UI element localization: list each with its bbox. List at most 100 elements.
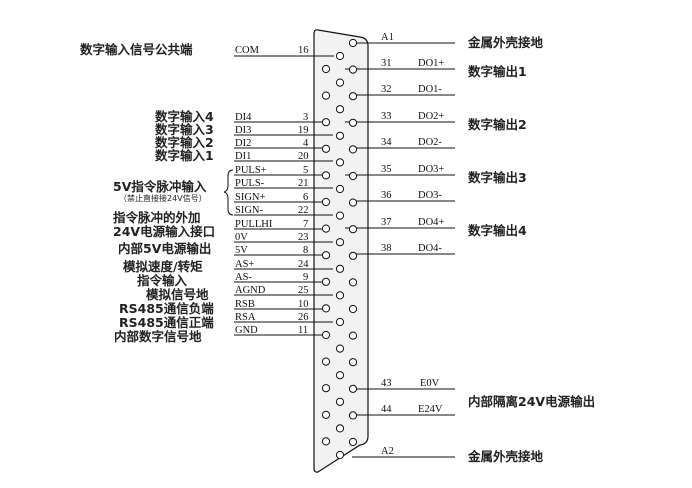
connector-hole bbox=[348, 171, 358, 181]
signal-do3-plus: DO3+ bbox=[418, 164, 444, 175]
signal-5v: 5V bbox=[235, 245, 248, 256]
pin-24: 24 bbox=[298, 259, 309, 270]
connector-hole bbox=[335, 424, 345, 433]
connector-hole bbox=[321, 144, 331, 153]
connector-hole bbox=[321, 251, 331, 260]
signal-do2-plus: DO2+ bbox=[418, 111, 444, 122]
label-bottom-ground: 金属外壳接地 bbox=[467, 449, 544, 464]
left-pins: 数字输入信号公共端 COM 16 数字输入4 DI4 3 数字输入3 DI3 1… bbox=[79, 42, 334, 344]
pin-4: 4 bbox=[303, 138, 309, 149]
pin-5: 5 bbox=[303, 165, 308, 176]
label-top-ground: 金属外壳接地 bbox=[467, 35, 544, 50]
pin-6: 6 bbox=[303, 192, 308, 203]
signal-di1: DI1 bbox=[235, 151, 251, 162]
connector-hole bbox=[335, 317, 345, 327]
connector-hole bbox=[321, 384, 331, 393]
pin-26: 26 bbox=[298, 312, 309, 323]
signal-pullhi: PULLHI bbox=[235, 219, 273, 230]
signal-puls-plus: PULS+ bbox=[235, 165, 267, 176]
signal-sign-plus: SIGN+ bbox=[235, 192, 266, 203]
desc-do3: 数字输出3 bbox=[467, 170, 527, 185]
connector-hole bbox=[321, 224, 331, 233]
desc-do1: 数字输出1 bbox=[467, 64, 527, 79]
pin-22: 22 bbox=[298, 205, 309, 216]
pin-19: 19 bbox=[298, 125, 309, 136]
pin-36: 36 bbox=[381, 190, 392, 201]
pin-25: 25 bbox=[298, 285, 309, 296]
pin-31: 31 bbox=[381, 58, 392, 69]
pin-38: 38 bbox=[381, 243, 392, 254]
desc-di2: 数字输入2 bbox=[154, 135, 214, 150]
pin-32: 32 bbox=[381, 84, 392, 95]
connector-hole bbox=[348, 384, 358, 393]
signal-do2-minus: DO2- bbox=[418, 137, 442, 148]
signal-di4: DI4 bbox=[235, 112, 252, 123]
signal-do4-plus: DO4+ bbox=[418, 217, 444, 228]
right-pins: 31 DO1+ 32 DO1- 33 DO2+ 34 DO2- 35 DO3+ … bbox=[345, 58, 595, 416]
desc-0v: 24V电源输入接口 bbox=[113, 224, 215, 239]
desc-do4: 数字输出4 bbox=[467, 223, 527, 238]
signal-di2: DI2 bbox=[235, 138, 251, 149]
pin-10: 10 bbox=[298, 299, 309, 310]
connector-hole bbox=[321, 304, 331, 313]
connector-hole bbox=[335, 51, 345, 61]
connector-hole bbox=[348, 65, 358, 74]
connector-hole bbox=[321, 64, 331, 74]
connector-hole bbox=[321, 197, 331, 207]
signal-di3: DI3 bbox=[235, 125, 251, 136]
desc-di1: 数字输入1 bbox=[154, 148, 214, 163]
desc-gnd: 内部数字信号地 bbox=[114, 329, 202, 344]
desc-rsa: RS485通信正端 bbox=[119, 315, 214, 330]
connector-hole bbox=[348, 331, 358, 340]
connector-hole bbox=[321, 357, 331, 366]
desc-di4: 数字输入4 bbox=[154, 109, 214, 124]
connector-hole bbox=[335, 291, 345, 300]
connector-hole bbox=[348, 38, 358, 48]
desc-as-plus: 模拟速度/转矩 bbox=[123, 259, 203, 274]
connector-hole bbox=[348, 251, 358, 260]
connector-hole bbox=[348, 225, 358, 234]
desc-pullhi: 指令脉冲的外加 bbox=[113, 210, 201, 225]
signal-e0v: E0V bbox=[420, 378, 440, 389]
desc-di3: 数字输入3 bbox=[154, 122, 214, 137]
connector-hole bbox=[321, 118, 331, 127]
bracket-pulse bbox=[223, 169, 234, 216]
connector-hole bbox=[335, 158, 345, 167]
desc-agnd: 模拟信号地 bbox=[146, 287, 209, 302]
signal-e24v: E24V bbox=[418, 404, 443, 415]
pin-3: 3 bbox=[303, 112, 308, 123]
connector-hole bbox=[348, 437, 358, 447]
desc-puls: 5V指令脉冲输入 bbox=[113, 179, 207, 194]
signal-gnd: GND bbox=[235, 325, 258, 336]
desc-com: 数字输入信号公共端 bbox=[79, 42, 193, 57]
pin-33: 33 bbox=[381, 111, 392, 122]
connector-hole bbox=[335, 397, 345, 406]
pin-23: 23 bbox=[298, 232, 309, 243]
pin-20: 20 bbox=[298, 151, 309, 162]
connector-hole bbox=[321, 91, 331, 100]
pin-number-a2: A2 bbox=[381, 446, 394, 457]
connector-hole bbox=[348, 92, 358, 101]
pin-8: 8 bbox=[303, 245, 308, 256]
pin-44: 44 bbox=[381, 404, 392, 415]
connector-hole bbox=[348, 278, 358, 287]
connector-hole bbox=[335, 371, 345, 380]
connector-hole bbox=[348, 411, 358, 420]
signal-do1-plus: DO1+ bbox=[418, 58, 444, 69]
desc-5v: 内部5V电源输出 bbox=[118, 241, 211, 256]
connector-hole bbox=[335, 105, 345, 114]
signal-rsa: RSA bbox=[235, 312, 256, 323]
connector-hole bbox=[335, 184, 345, 194]
connector-hole bbox=[348, 198, 358, 207]
pin-number-a1: A1 bbox=[381, 32, 394, 43]
pin-35: 35 bbox=[381, 164, 392, 175]
connector-hole bbox=[348, 304, 358, 314]
connector-hole bbox=[348, 145, 358, 154]
desc-e24: 内部隔离24V电源输出 bbox=[468, 394, 595, 409]
connector-hole bbox=[335, 344, 345, 353]
pin-9: 9 bbox=[303, 272, 308, 283]
signal-puls-minus: PULS- bbox=[235, 178, 265, 189]
connector-hole bbox=[321, 277, 331, 286]
